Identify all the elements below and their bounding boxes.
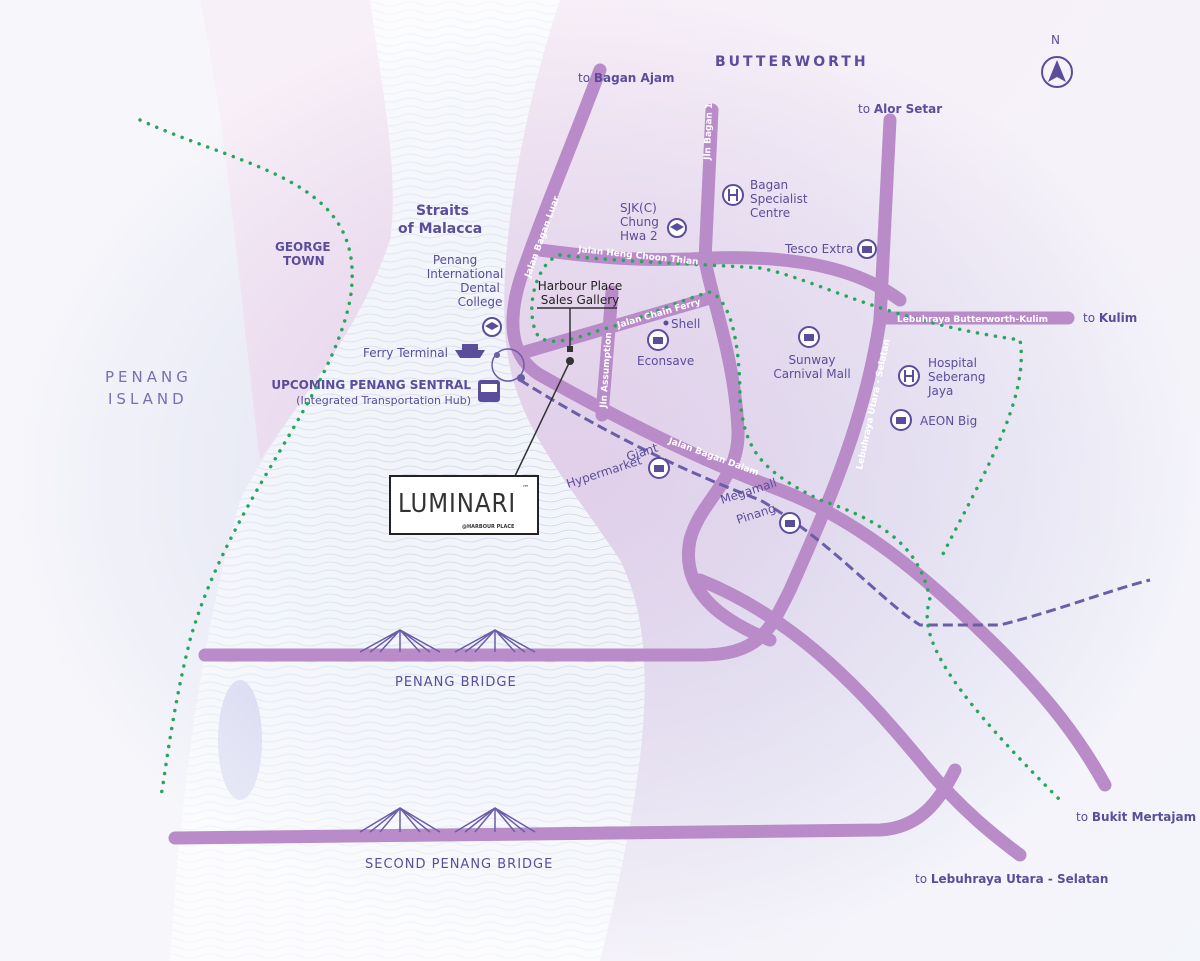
poi-label: Econsave (637, 354, 694, 368)
shell-dot (663, 320, 669, 326)
road-label: Jln Bagan 1 (703, 103, 715, 162)
poi-label: Hospital (928, 356, 977, 370)
svg-text:N: N (1051, 33, 1060, 47)
sales-gallery-marker: Harbour Place Sales Gallery (514, 279, 623, 477)
poi-label: AEON Big (920, 414, 977, 428)
shopping-icon (890, 409, 912, 431)
shopping-icon (857, 239, 877, 259)
poi-label: Hwa 2 (620, 229, 658, 243)
route-dotted-island (138, 118, 354, 802)
poi-label: Carnival Mall (773, 367, 850, 381)
route-dotted-main (530, 253, 1062, 802)
poi-label: Sunway (788, 353, 835, 367)
svg-text:Harbour Place: Harbour Place (538, 279, 623, 293)
luminari-logo: LUMINARI ™ @HARBOUR PLACE (389, 475, 539, 535)
region-label: ISLAND (108, 390, 188, 408)
bridge-pylons (359, 628, 536, 833)
bridge-label: SECOND PENANG BRIDGE (365, 857, 553, 872)
road-label: Lebuhraya Butterworth-Kulim (897, 315, 1048, 325)
bus-icon (478, 380, 500, 402)
poi-label: Jaya (927, 384, 953, 398)
poi-label: (Integrated Transportation Hub) (296, 394, 471, 407)
shopping-icon (798, 326, 820, 348)
region-label: of Malacca (398, 221, 482, 237)
svg-text:™: ™ (522, 484, 529, 492)
svg-text:@HARBOUR PLACE: @HARBOUR PLACE (462, 524, 515, 530)
hospital-icon (722, 184, 744, 206)
poi-label: International (427, 267, 504, 281)
poi-label: Dental (460, 281, 500, 295)
poi-label: Ferry Terminal (363, 346, 448, 360)
ferry-icon (455, 344, 485, 358)
region-label: GEORGE (275, 240, 331, 254)
destination-lebuhraya: to Lebuhraya Utara - Selatan (915, 872, 1108, 886)
destination-bagan-ajam: to Bagan Ajam (578, 71, 675, 85)
poi-label: SJK(C) (620, 201, 657, 215)
svg-text:LUMINARI: LUMINARI (398, 489, 516, 519)
poi-label: Tesco Extra (784, 242, 853, 256)
road-network (168, 63, 1112, 862)
bridge-label: PENANG BRIDGE (395, 675, 517, 690)
poi-label: Seberang (928, 370, 986, 384)
sentral-hub-icon (491, 348, 525, 382)
compass-icon: N (1041, 33, 1073, 88)
poi-label: Specialist (750, 192, 808, 206)
destination-alor-setar: to Alor Setar (858, 102, 942, 116)
poi-label: Bagan (750, 178, 788, 192)
school-icon (482, 317, 502, 337)
poi-label: Shell (671, 317, 700, 331)
destination-bukit-mertajam: to Bukit Mertajam (1076, 810, 1196, 824)
region-label: Straits (416, 203, 469, 219)
region-label: PENANG (105, 368, 192, 386)
poi-label: Chung (620, 215, 659, 229)
poi-label: UPCOMING PENANG SENTRAL (271, 378, 471, 392)
svg-text:Sales Gallery: Sales Gallery (541, 293, 620, 307)
poi-label: Centre (750, 206, 790, 220)
shopping-icon (647, 329, 669, 351)
shopping-icon (779, 512, 801, 534)
rail-line (519, 378, 1151, 627)
hospital-icon (898, 365, 920, 387)
region-label: TOWN (283, 254, 325, 268)
shopping-icon (648, 457, 670, 479)
poi-label: College (458, 295, 503, 309)
destination-kulim: to Kulim (1083, 311, 1137, 325)
school-icon (667, 218, 687, 238)
poi-label: Penang (433, 253, 477, 267)
town-label: BUTTERWORTH (715, 54, 869, 70)
